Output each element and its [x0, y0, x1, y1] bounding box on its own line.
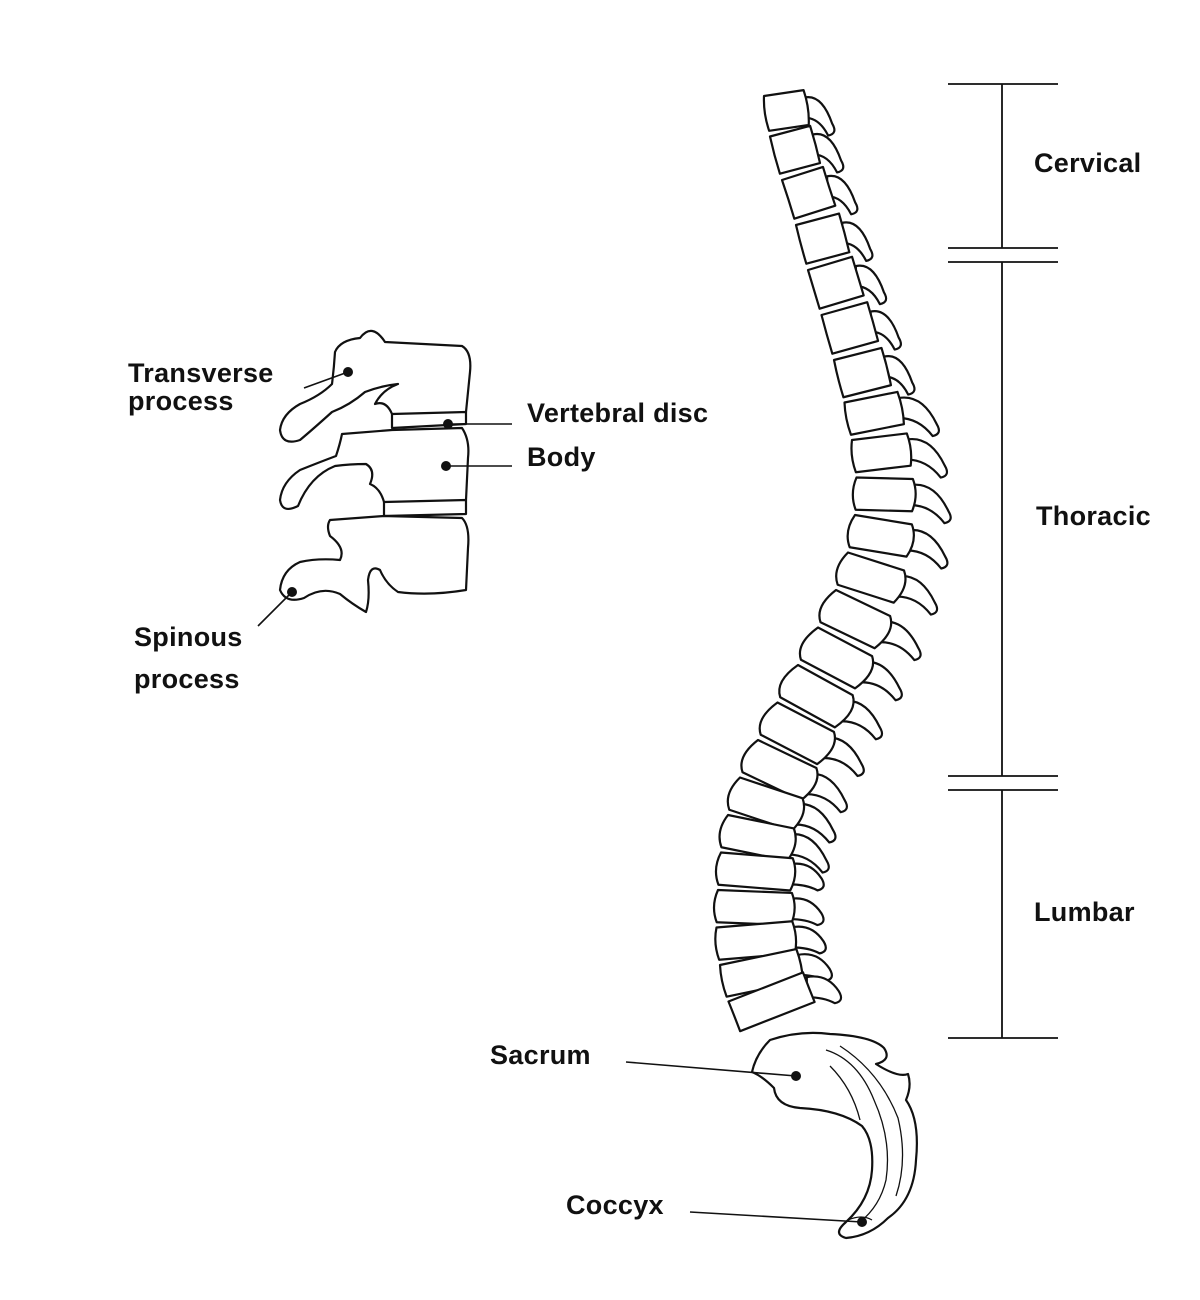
- label-thoracic: Thoracic: [1036, 501, 1151, 531]
- sacrum-pointer: [625, 1061, 797, 1077]
- spine-vertebra-body: [762, 89, 810, 132]
- spine-spinous-process: [805, 975, 843, 1005]
- sacrum-ridge-2: [839, 1045, 904, 1197]
- label-lumbar: Lumbar: [1034, 897, 1135, 927]
- label-body: Body: [527, 442, 596, 472]
- coccyx-pointer: [689, 1211, 863, 1223]
- label-sacrum: Sacrum: [490, 1040, 591, 1070]
- vertebrae-detail: [278, 329, 472, 614]
- spinous-pointer: [257, 591, 293, 627]
- spine-spinous-process: [909, 483, 952, 525]
- spine-spinous-process: [854, 264, 888, 306]
- spine-vertebra-body: [850, 432, 913, 474]
- sacrum-ridge-1: [825, 1049, 889, 1223]
- spine-vertebra-body: [714, 851, 797, 892]
- spine-vertebra-body: [768, 124, 822, 175]
- spine-spinous-process: [883, 355, 916, 396]
- label-spinous-2: process: [134, 664, 240, 694]
- detail-disc-1: [390, 410, 468, 430]
- spine-vertebra-body: [835, 551, 907, 604]
- spine-vertebra-body: [798, 626, 875, 690]
- coccyx-dot: [857, 1217, 867, 1227]
- spine-column: [712, 89, 952, 1033]
- detail-disc-2: [382, 498, 468, 518]
- region-brackets: [948, 83, 1058, 1039]
- body-dot: [441, 461, 451, 471]
- sacrum-ridge-3: [829, 1065, 861, 1121]
- spine-vertebra-body: [758, 701, 836, 766]
- spine-spinous-process: [811, 132, 845, 174]
- spine-vertebra-body: [806, 255, 865, 310]
- spinous-dot: [287, 587, 297, 597]
- spine-vertebra-body: [851, 476, 917, 513]
- spine-spinous-process: [826, 174, 859, 216]
- spine-vertebra-body: [794, 212, 851, 265]
- label-transverse-2: process: [128, 386, 234, 416]
- sacrum-shape: [750, 1031, 918, 1240]
- spine-spinous-process: [787, 832, 830, 874]
- spine-vertebra-body: [712, 888, 796, 927]
- spine-spinous-process: [905, 437, 949, 479]
- spine-vertebra-body: [820, 301, 880, 355]
- spine-spinous-process: [869, 309, 902, 351]
- label-spinous-1: Spinous: [134, 622, 243, 652]
- spine-spinous-process: [788, 897, 825, 927]
- transverse-pointer: [303, 371, 349, 389]
- label-vertebral-disc: Vertebral disc: [527, 398, 709, 428]
- spine-spinous-process: [788, 862, 825, 892]
- spine-vertebra-body: [727, 971, 816, 1033]
- label-coccyx: Coccyx: [566, 1190, 664, 1220]
- detail-vertebra-middle: [278, 426, 470, 511]
- spine-spinous-process: [803, 95, 836, 137]
- spine-spinous-process: [897, 396, 941, 438]
- transverse-dot: [343, 367, 353, 377]
- spine-spinous-process: [794, 802, 837, 844]
- spine-spinous-process: [790, 925, 827, 955]
- spine-vertebra-body: [818, 588, 893, 650]
- disc-dot: [443, 419, 453, 429]
- spine-spinous-process: [895, 574, 939, 616]
- spine-vertebra-body: [780, 165, 837, 220]
- spine-vertebra-body: [846, 513, 915, 558]
- spine-spinous-process: [841, 221, 874, 262]
- spine-vertebra-body: [843, 390, 906, 436]
- coccyx-tip: [847, 1216, 873, 1221]
- label-cervical: Cervical: [1034, 148, 1142, 178]
- spine-vertebra-body: [832, 346, 893, 399]
- spine-vertebra-body: [778, 663, 855, 729]
- label-transverse-1: Transverse: [128, 358, 274, 388]
- spine-spinous-process: [906, 528, 949, 570]
- sacrum-dot: [791, 1071, 801, 1081]
- detail-vertebra-bottom: [278, 514, 470, 614]
